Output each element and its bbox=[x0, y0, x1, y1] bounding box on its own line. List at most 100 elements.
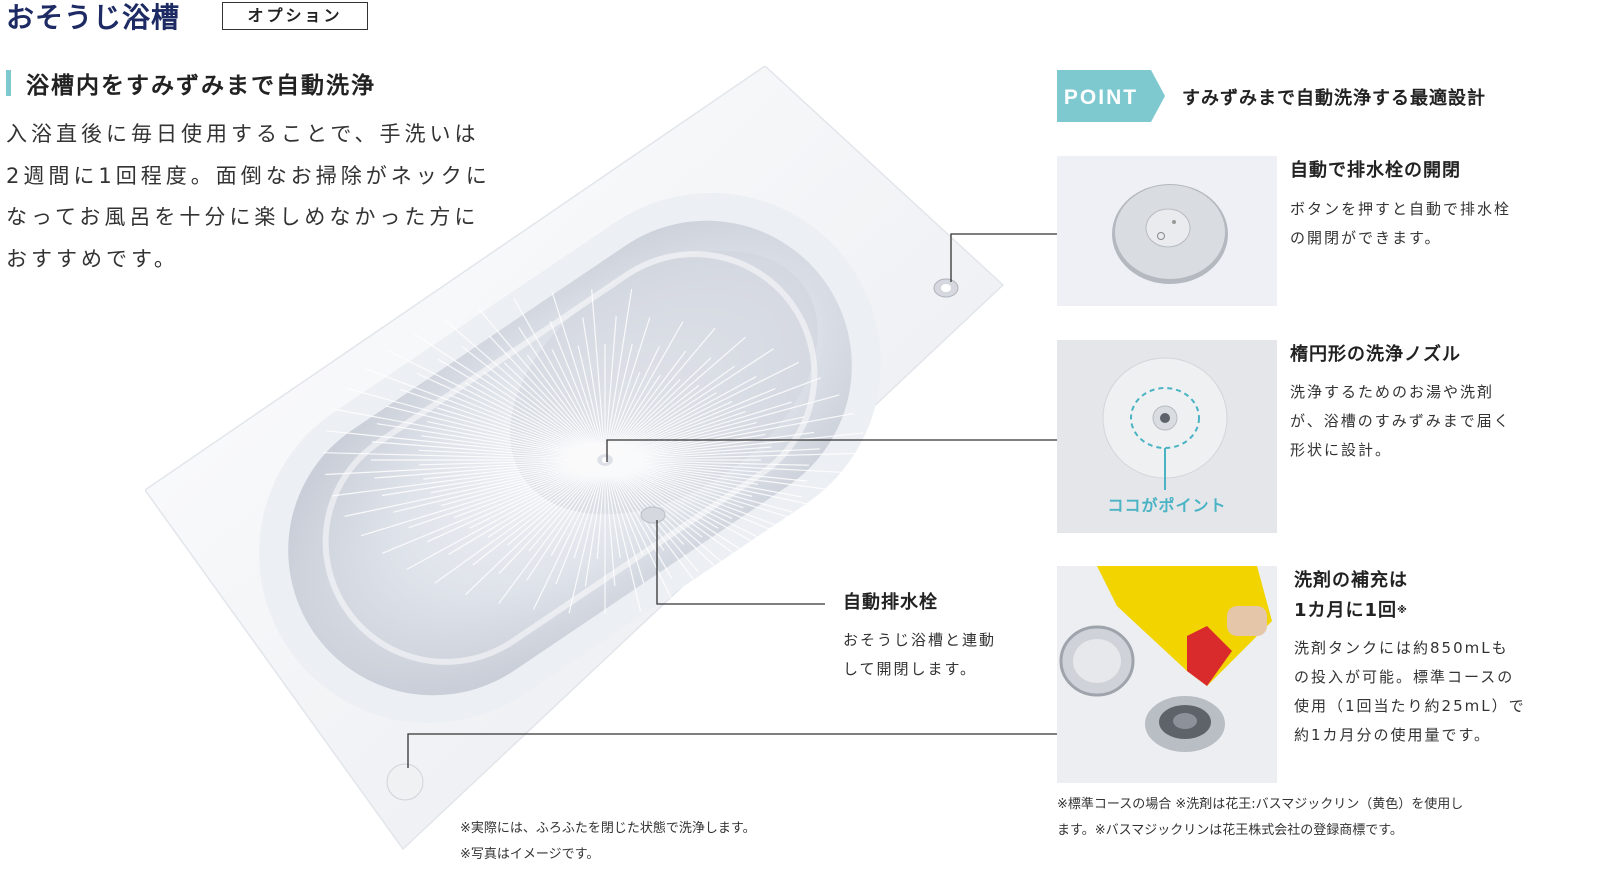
spray-ray bbox=[549, 320, 604, 455]
spray-ray bbox=[465, 464, 602, 595]
spray-ray bbox=[483, 371, 601, 456]
drain-button-photo bbox=[1057, 156, 1277, 306]
intro-line: 入浴直後に毎日使用することで、手洗いは bbox=[6, 122, 480, 146]
spray-ray bbox=[464, 382, 600, 457]
feature-desc: 洗浄するためのお湯や洗剤 が、浴槽のすみずみまで届く 形状に設計。 bbox=[1290, 378, 1511, 465]
spray-ray bbox=[360, 462, 599, 537]
spray-ray bbox=[416, 372, 599, 457]
spray-ray bbox=[325, 459, 598, 476]
spray-ray bbox=[387, 349, 600, 457]
spray-ray bbox=[604, 465, 616, 586]
spray-ray bbox=[393, 461, 598, 513]
feature-desc-line: の投入が可能。標準コースの bbox=[1294, 668, 1515, 686]
spray-ray bbox=[374, 460, 598, 479]
photo-point-label: ココがポイント bbox=[1107, 496, 1227, 515]
spray-ray bbox=[568, 465, 605, 614]
spray-ray bbox=[472, 464, 601, 566]
spray-ray bbox=[440, 462, 598, 507]
nozzle-photo: ココがポイント bbox=[1057, 340, 1277, 533]
spray-ray bbox=[418, 449, 598, 461]
spray-ray bbox=[612, 460, 761, 473]
spray-ray bbox=[323, 452, 598, 461]
subheading-accent-bar bbox=[6, 70, 11, 96]
spray-ray bbox=[399, 388, 599, 458]
point-tag-label: POINT bbox=[1064, 86, 1138, 109]
spray-ray bbox=[528, 465, 602, 552]
feature-desc-line: が、浴槽のすみずみまで届く bbox=[1290, 412, 1511, 430]
detergent-bottle-icon bbox=[1057, 566, 1277, 783]
spray-ray bbox=[334, 408, 598, 459]
spray-ray bbox=[573, 465, 605, 559]
spray-ray bbox=[584, 465, 605, 587]
spray-ray bbox=[610, 463, 719, 529]
feature-title: 自動で排水栓の開閉 bbox=[1290, 160, 1461, 181]
spray-ray bbox=[423, 460, 598, 480]
spray-ray bbox=[461, 346, 601, 456]
spray-ray bbox=[487, 464, 601, 538]
spray-ray bbox=[426, 463, 599, 543]
feature-title: 洗剤の補充は 1カ月に1回※ bbox=[1294, 566, 1408, 626]
intro-line: なってお風呂を十分に楽しめなかった方に bbox=[6, 205, 480, 229]
point-tag: POINT bbox=[1057, 70, 1165, 122]
spray-ray bbox=[612, 460, 853, 494]
spray-ray bbox=[503, 362, 602, 456]
page-title: おそうじ浴槽 bbox=[6, 1, 181, 34]
spray-ray bbox=[371, 441, 598, 460]
spray-ray bbox=[606, 346, 660, 455]
spray-ray bbox=[551, 292, 605, 455]
spray-ray bbox=[612, 461, 753, 497]
spray-ray bbox=[526, 465, 603, 581]
spray-ray bbox=[477, 307, 602, 455]
drain-callout-line: して開閉します。 bbox=[843, 660, 978, 678]
feature-desc-line: 使用（1回当たり約25mL）で bbox=[1294, 697, 1526, 715]
nozzle-icon bbox=[1057, 340, 1277, 533]
spray-ray bbox=[526, 354, 603, 455]
spray-ray bbox=[612, 461, 802, 498]
spray-ray bbox=[381, 461, 598, 497]
drain-callout-desc: おそうじ浴槽と連動 して開閉します。 bbox=[843, 626, 996, 684]
spray-ray bbox=[419, 459, 598, 466]
feature-desc-line: 洗剤タンクには約850mLも bbox=[1294, 639, 1509, 657]
note-line: ます。※バスマジックリンは花王株式会社の登録商標です。 bbox=[1057, 823, 1403, 838]
notes-right: ※標準コースの場合 ※洗剤は花王:バスマジックリン（黄色）を使用し ます。※バス… bbox=[1057, 792, 1463, 844]
spray-ray bbox=[507, 464, 601, 546]
spray-ray bbox=[513, 298, 604, 455]
intro-line: 2週間に1回程度。面倒なお掃除がネックに bbox=[6, 163, 491, 188]
spray-ray bbox=[582, 317, 605, 455]
bathtub-illustration bbox=[145, 66, 1005, 851]
spray-ray bbox=[604, 316, 617, 455]
spray-ray bbox=[612, 460, 808, 482]
spray-ray bbox=[551, 349, 604, 455]
feature-desc-line: ボタンを押すと自動で排水栓 bbox=[1290, 200, 1512, 218]
feature-desc-line: の開閉ができます。 bbox=[1290, 229, 1442, 247]
spray-ray bbox=[469, 463, 600, 529]
spray-ray bbox=[376, 423, 598, 459]
notes-left: ※実際には、ふろふたを閉じた状態で洗浄します。 ※写真はイメージです。 bbox=[460, 816, 756, 868]
spray-ray bbox=[437, 358, 600, 457]
spray-ray bbox=[326, 430, 598, 460]
feature-desc: 洗剤タンクには約850mLも の投入が可能。標準コースの 使用（1回当たり約25… bbox=[1294, 634, 1526, 750]
drain-callout-title: 自動排水栓 bbox=[843, 592, 938, 613]
note-line: ※実際には、ふろふたを閉じた状態で洗浄します。 bbox=[460, 821, 756, 836]
spray-ray bbox=[612, 461, 758, 485]
spray-ray bbox=[434, 464, 601, 584]
footnote-mark: ※ bbox=[1397, 605, 1408, 616]
spray-ray bbox=[611, 462, 780, 528]
spray-ray bbox=[427, 420, 598, 459]
spray-ray bbox=[532, 465, 604, 610]
spray-ray bbox=[606, 321, 684, 455]
drain-button-icon bbox=[1057, 156, 1277, 306]
spray-ray bbox=[611, 463, 733, 519]
feature-title-line: 洗剤の補充は bbox=[1294, 570, 1408, 591]
note-line: ※標準コースの場合 ※洗剤は花王:バスマジックリン（黄色）を使用し bbox=[1057, 797, 1464, 812]
spray-ray bbox=[550, 465, 604, 556]
point-heading: すみずみまで自動洗浄する最適設計 bbox=[1182, 88, 1486, 109]
feature-title: 楕円形の洗浄ノズル bbox=[1290, 344, 1461, 365]
spray-ray bbox=[518, 326, 603, 455]
spray-ray bbox=[347, 387, 598, 458]
spray-ray bbox=[612, 459, 857, 474]
feature-desc-line: 形状に設計。 bbox=[1290, 441, 1393, 459]
spray-ray bbox=[608, 327, 716, 455]
spray-ray bbox=[365, 368, 599, 458]
spray-ray bbox=[453, 462, 599, 518]
